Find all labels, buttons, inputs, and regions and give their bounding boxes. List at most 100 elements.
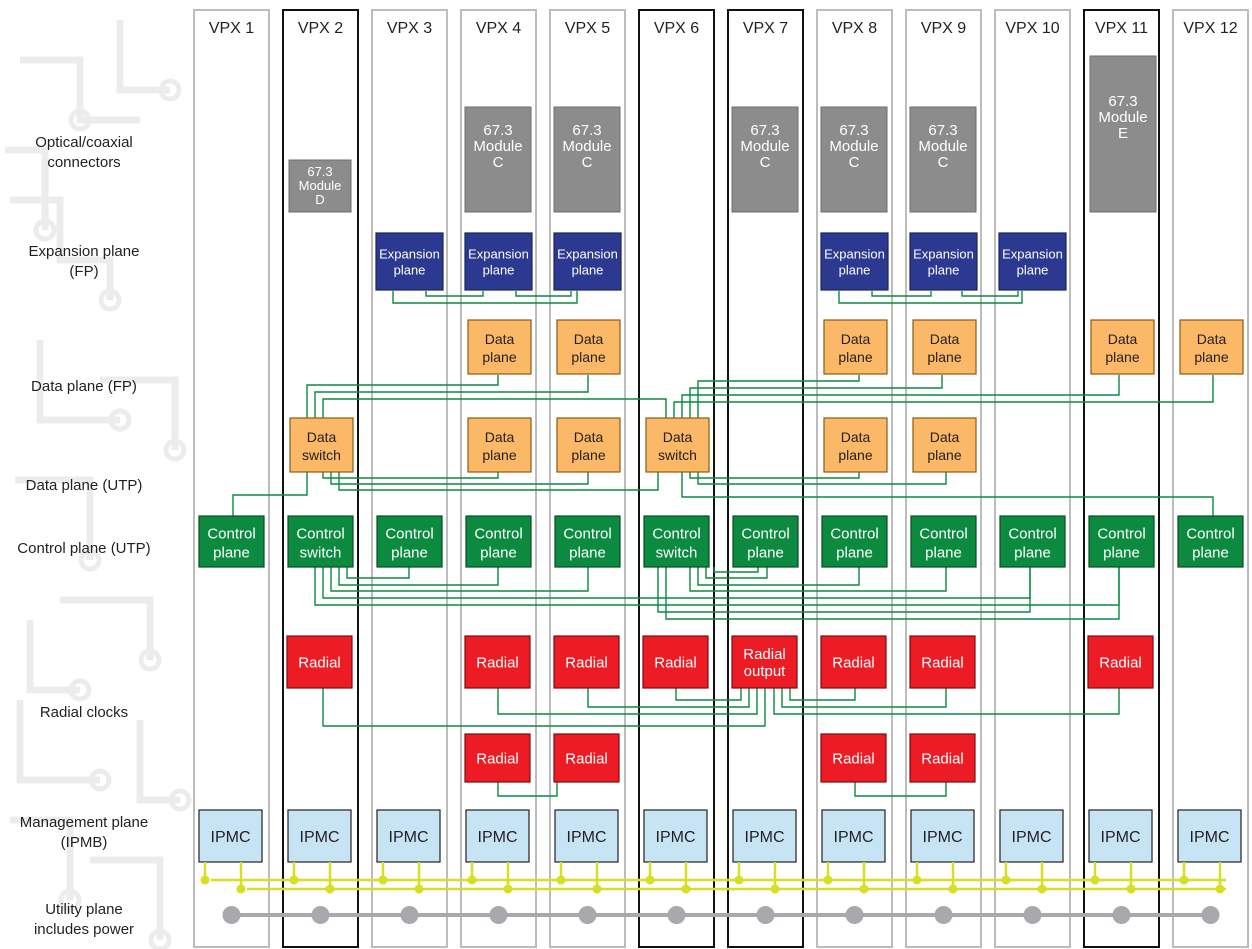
ipmb-node-a-3 [378,875,388,885]
ipmc-slot-5-label: IPMC [567,829,607,846]
expansion-wire-4-5 [515,291,572,297]
ipmc-slot-2-label: IPMC [300,829,340,846]
ipmb-node-b-10 [1037,884,1047,894]
circuit-trace-5 [16,700,100,784]
circuit-pad-10 [168,788,192,812]
slot-column-9 [905,9,982,948]
ipmc-slot-6-label: IPMC [656,829,696,846]
circuit-trace-0 [20,56,140,124]
slot-label-1: VPX 1 [209,20,254,37]
circuit-trace-4 [60,596,154,660]
control-wire-2-5 [330,567,589,592]
circuit-trace-6 [116,20,170,94]
slot-column-1 [193,9,270,948]
slot-label-11: VPX 11 [1095,20,1148,37]
ipmb-node-a-7 [734,875,744,885]
ipmc-slot-5: IPMC [554,809,619,863]
control-wire-6-11 [665,567,1120,620]
radial-upper-slot-2-label: Radial [298,655,341,672]
circuit-trace-10 [136,720,180,804]
slot-label-6: VPX 6 [654,20,699,37]
slot-column-10 [994,9,1071,948]
expansion-wire-8-9 [871,291,932,297]
utility-node-8 [845,906,864,924]
utility-node-2 [311,906,330,924]
utility-node-10 [1023,906,1042,924]
ipmc-slot-8: IPMC [821,809,886,863]
ipmb-node-b-11 [1126,884,1136,894]
utility-node-3 [400,906,419,924]
expansion-wire-9-10 [961,291,1019,297]
slot-label-8: VPX 8 [832,20,877,37]
utility-node-5 [578,906,597,924]
slot-label-5: VPX 5 [565,20,610,37]
control-wire-6-9 [689,567,947,592]
ipmc-slot-3: IPMC [376,809,441,863]
radial-upper-slot-4-label: Radial [476,655,519,672]
ipmc-slot-12: IPMC [1177,809,1242,863]
bus-lines [200,862,1226,924]
radial-lower-slot-8: Radial [820,733,887,783]
radial-upper-slot-9: Radial [909,635,976,689]
slot-column-12 [1172,9,1249,948]
control-wire-6-7 [705,567,768,579]
ipmb-node-b-5 [592,884,602,894]
radial-lower-slot-4: Radial [464,733,531,783]
radial-lower-slot-5: Radial [553,733,620,783]
data-fp-wire-8-sw6 [697,375,860,420]
data-utp-wire-2-5 [330,467,589,485]
circuit-trace-8 [100,376,179,450]
radial-lower-slot-8-label: Radial [832,751,875,768]
ipmb-node-b-9 [948,884,958,894]
circuit-pad-9 [68,678,92,702]
data-switch-wire-2-6-upper [322,398,667,420]
ipmc-slot-6: IPMC [643,809,708,863]
ipmb-node-a-2 [289,875,299,885]
ipmc-slot-10-label: IPMC [1012,829,1052,846]
ipmc-slot-4: IPMC [465,809,530,863]
ipmc-slot-7-label: IPMC [745,829,785,846]
expansion-wire-8-10 [838,291,1023,304]
ipmc-slot-11-label: IPMC [1101,829,1141,846]
utility-node-6 [667,906,686,924]
slot-label-9: VPX 9 [921,20,966,37]
circuit-pad-1 [98,288,122,312]
ipmc-slot-11: IPMC [1088,809,1153,863]
row-label-radial: Radial clocks [40,704,128,721]
ipmc-slot-9: IPMC [910,809,975,863]
ipmb-node-b-8 [859,884,869,894]
circuit-pad-2 [108,408,132,432]
radial-upper-slot-5: Radial [553,635,620,689]
data-switch-wire-6-ctrl12 [681,467,1214,518]
radial-wire-4-7 [497,687,758,715]
